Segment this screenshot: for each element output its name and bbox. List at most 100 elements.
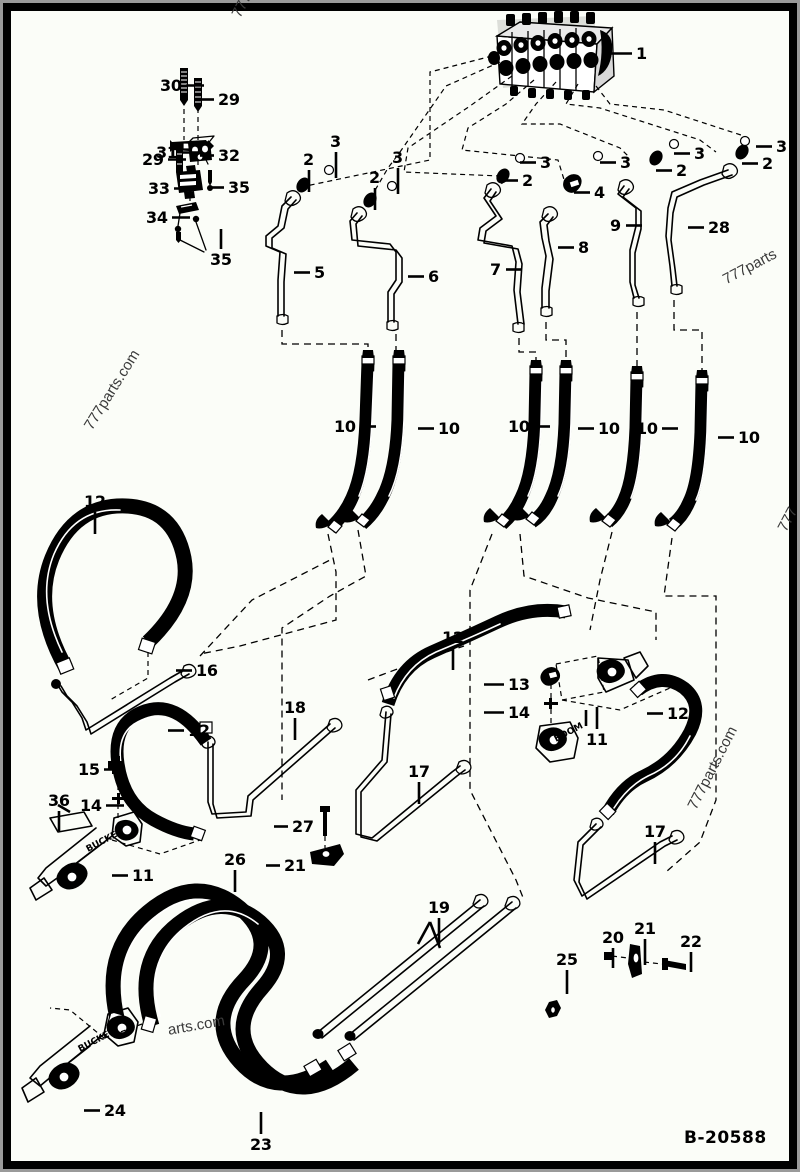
callout-11: 11 bbox=[132, 866, 154, 885]
part-12-hose-upper-left bbox=[37, 498, 197, 735]
part-5-tubeline bbox=[265, 190, 302, 326]
routing-dashes-mid bbox=[199, 529, 717, 901]
part-16-tubeline bbox=[51, 663, 197, 735]
hose-10-4 bbox=[513, 360, 573, 528]
hoses-10-group bbox=[315, 350, 709, 534]
callout-12: 12 bbox=[84, 492, 106, 511]
callout-1: 1 bbox=[636, 44, 647, 63]
callout-29: 29 bbox=[218, 90, 240, 109]
callout-10: 10 bbox=[636, 419, 658, 438]
callout-10: 10 bbox=[508, 417, 530, 436]
part-21-clamp-right bbox=[628, 944, 642, 978]
callout-3: 3 bbox=[694, 144, 705, 163]
part-20-washer bbox=[604, 952, 612, 960]
part-17-tubeline-right bbox=[573, 817, 685, 900]
callout-3: 3 bbox=[392, 148, 403, 167]
callout-2: 2 bbox=[303, 150, 314, 169]
callout-14: 14 bbox=[80, 796, 102, 815]
callout-35: 35 bbox=[228, 178, 250, 197]
callout-30: 30 bbox=[160, 76, 182, 95]
part-9-tubeline bbox=[617, 179, 645, 308]
control-valve-assembly bbox=[488, 11, 615, 100]
callout-21: 21 bbox=[284, 856, 306, 875]
part-6-tubeline bbox=[349, 206, 403, 332]
callout-34: 34 bbox=[146, 208, 168, 227]
callout-26: 26 bbox=[224, 850, 246, 869]
hose-10-1 bbox=[315, 350, 375, 534]
valve-detail-parts-group bbox=[170, 68, 215, 253]
callout-24: 24 bbox=[104, 1101, 126, 1120]
callout-18: 18 bbox=[284, 698, 306, 717]
callout-32: 32 bbox=[218, 146, 240, 165]
callout-20: 20 bbox=[602, 928, 624, 947]
callout-14: 14 bbox=[508, 703, 530, 722]
callout-23: 23 bbox=[250, 1135, 272, 1154]
part-22-bolt bbox=[662, 958, 686, 970]
callout-7: 7 bbox=[490, 260, 501, 279]
callout-3: 3 bbox=[776, 137, 787, 156]
callout-9: 9 bbox=[610, 216, 621, 235]
callout-12: 12 bbox=[667, 704, 689, 723]
callout-5: 5 bbox=[314, 263, 325, 282]
part-12-hose-center bbox=[355, 603, 572, 842]
part-25-nut bbox=[545, 1000, 561, 1018]
part-32-block bbox=[187, 135, 215, 162]
tubelines-upper bbox=[265, 163, 739, 334]
part-14-oring-center bbox=[544, 698, 558, 709]
boom-cylinder-group: BOOM bbox=[535, 651, 671, 763]
hose-10-5 bbox=[589, 366, 644, 528]
callout-36: 36 bbox=[48, 791, 70, 810]
callout-16: 16 bbox=[196, 661, 218, 680]
callout-11: 11 bbox=[586, 730, 608, 749]
part-24-bucket-cylinder: BUCKET bbox=[21, 1007, 143, 1103]
callout-2: 2 bbox=[762, 154, 773, 173]
callout-13: 13 bbox=[508, 675, 530, 694]
part-30-screw bbox=[180, 68, 188, 106]
callout-22: 22 bbox=[680, 932, 702, 951]
part-29-pin-upper bbox=[194, 78, 202, 112]
part-12-hose-right bbox=[573, 674, 703, 900]
part-4-elbow bbox=[563, 174, 582, 193]
part-17-tubeline-left bbox=[355, 705, 472, 842]
cylinder-label-boom: BOOM bbox=[553, 721, 585, 744]
callout-3: 3 bbox=[540, 153, 551, 172]
callout-25: 25 bbox=[556, 950, 578, 969]
callout-28: 28 bbox=[708, 218, 730, 237]
part-13-fitting bbox=[540, 667, 561, 686]
hose-10-2 bbox=[343, 350, 406, 529]
part-8-tubeline bbox=[539, 206, 559, 318]
hose-10-6 bbox=[654, 370, 709, 532]
cylinder-phantom-outline bbox=[555, 651, 671, 711]
callout-29: 29 bbox=[142, 150, 164, 169]
callout-2: 2 bbox=[522, 171, 533, 190]
part-27-bolt bbox=[320, 806, 330, 836]
callout-leader-lines bbox=[57, 52, 772, 1134]
callout-17: 17 bbox=[408, 762, 430, 781]
callout-33: 33 bbox=[148, 179, 170, 198]
drawing-number: B-20588 bbox=[684, 1128, 767, 1148]
part-23-hose bbox=[138, 899, 359, 1095]
part-18-tubeline bbox=[201, 717, 343, 819]
part-14-oring bbox=[112, 793, 126, 804]
part-19-tubelines bbox=[312, 893, 521, 1041]
callout-10: 10 bbox=[334, 417, 356, 436]
hose-10-3 bbox=[483, 360, 543, 529]
hose10-connector-dashes bbox=[281, 300, 703, 372]
callout-8: 8 bbox=[578, 238, 589, 257]
callout-19: 19 bbox=[428, 898, 450, 917]
callout-6: 6 bbox=[428, 267, 439, 286]
callout-31: 31 bbox=[156, 143, 178, 162]
part-34-plate bbox=[176, 202, 199, 214]
part-7-tubeline bbox=[477, 182, 525, 334]
callout-2: 2 bbox=[369, 168, 380, 187]
part-28-tubeline bbox=[665, 163, 739, 296]
valve-port-leaders bbox=[305, 55, 745, 193]
callout-35: 35 bbox=[210, 250, 232, 269]
callout-10: 10 bbox=[738, 428, 760, 447]
callout-4: 4 bbox=[594, 183, 605, 202]
callout-3: 3 bbox=[330, 132, 341, 151]
callout-17: 17 bbox=[644, 822, 666, 841]
callout-3: 3 bbox=[620, 153, 631, 172]
